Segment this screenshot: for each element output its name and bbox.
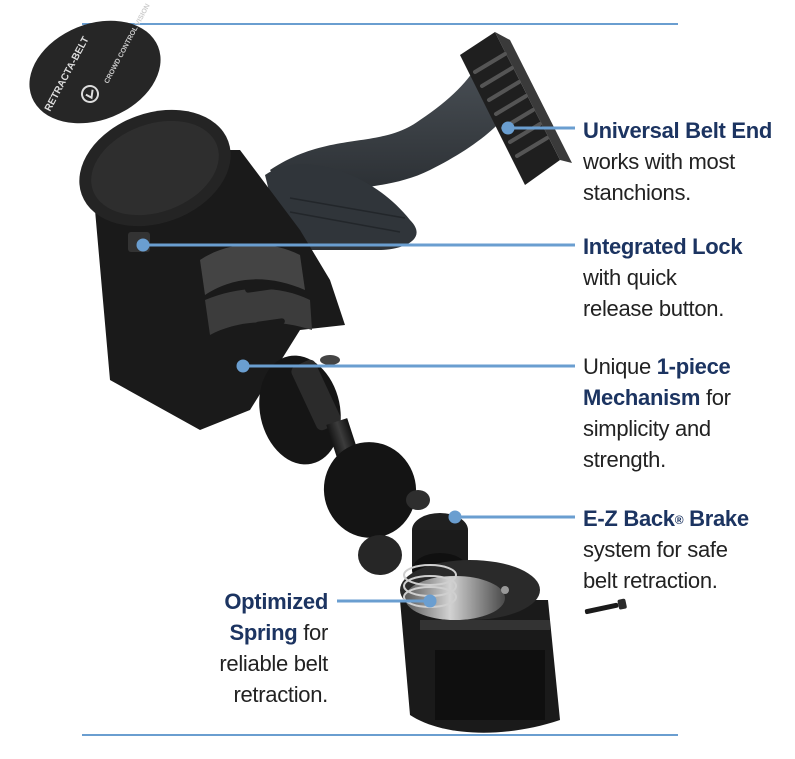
callout-spring-line3: reliable belt	[219, 651, 328, 676]
callout-spring-title1: Optimized	[224, 589, 328, 614]
callout-brake-title: E-Z Back	[583, 506, 675, 531]
callout-mech-line3: simplicity and	[583, 416, 711, 441]
callout-lock-line1: with quick	[583, 265, 677, 290]
belt	[265, 60, 520, 250]
callout-integrated-lock: Integrated Lock with quick release butto…	[583, 231, 793, 324]
callout-mech-pre: Unique	[583, 354, 651, 379]
callout-brake-line1: system for safe	[583, 537, 728, 562]
mechanism	[259, 355, 430, 575]
callout-universal-belt-end: Universal Belt End works with most stanc…	[583, 115, 793, 208]
logo-mark-icon	[81, 85, 99, 103]
callout-spring-post: for	[303, 620, 328, 645]
callout-spring-line4: retraction.	[233, 682, 328, 707]
callout-mechanism: Unique 1-piece Mechanism for simplicity …	[583, 351, 793, 475]
callout-brake: E-Z Back® Brake system for safe belt ret…	[583, 503, 793, 596]
callout-universal-line2: stanchions.	[583, 180, 691, 205]
callout-mech-line4: strength.	[583, 447, 666, 472]
callout-mech-title2: Mechanism	[583, 385, 701, 410]
callout-universal-line1: works with most	[583, 149, 735, 174]
callout-mech-title1: 1-piece	[656, 354, 731, 379]
registered-mark: ®	[674, 513, 684, 527]
callout-brake-line2: belt retraction.	[583, 568, 718, 593]
screw	[584, 598, 627, 615]
lock-housing	[79, 109, 345, 430]
callout-spring-title2: Spring	[229, 620, 298, 645]
callout-universal-title: Universal Belt End	[583, 118, 772, 143]
callout-lock-title: Integrated Lock	[583, 234, 743, 259]
callout-lock-line2: release button.	[583, 296, 725, 321]
callout-brake-title2: Brake	[689, 506, 749, 531]
callout-spring: Optimized Spring for reliable belt retra…	[140, 586, 328, 710]
spring-housing	[400, 560, 560, 733]
callout-mech-post: for	[705, 385, 731, 410]
universal-belt-end	[460, 32, 572, 185]
